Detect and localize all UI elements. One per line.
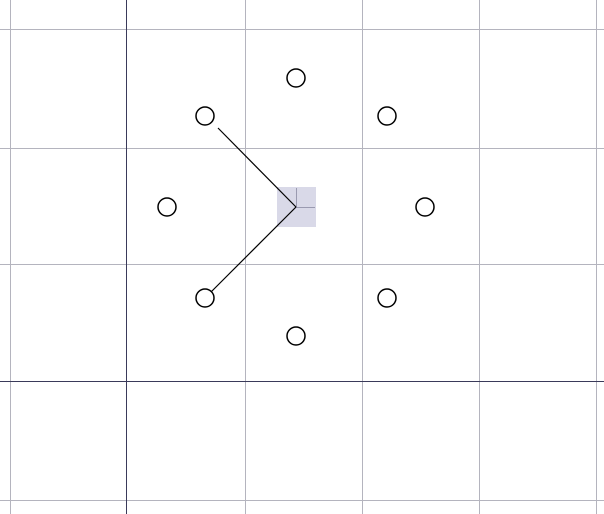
connector-line-upper[interactable] xyxy=(217,127,297,208)
points[interactable] xyxy=(157,68,435,346)
point-right[interactable] xyxy=(415,197,435,217)
crosshair-icon xyxy=(296,188,315,208)
point-bottom-right[interactable] xyxy=(377,288,397,308)
point-top-left[interactable] xyxy=(195,106,215,126)
point-bottom[interactable] xyxy=(286,326,306,346)
connector-lines[interactable] xyxy=(204,127,297,299)
connector-line-lower[interactable] xyxy=(204,206,297,299)
point-left[interactable] xyxy=(157,197,177,217)
point-top-right[interactable] xyxy=(377,106,397,126)
point-bottom-left[interactable] xyxy=(195,288,215,308)
point-top[interactable] xyxy=(286,68,306,88)
